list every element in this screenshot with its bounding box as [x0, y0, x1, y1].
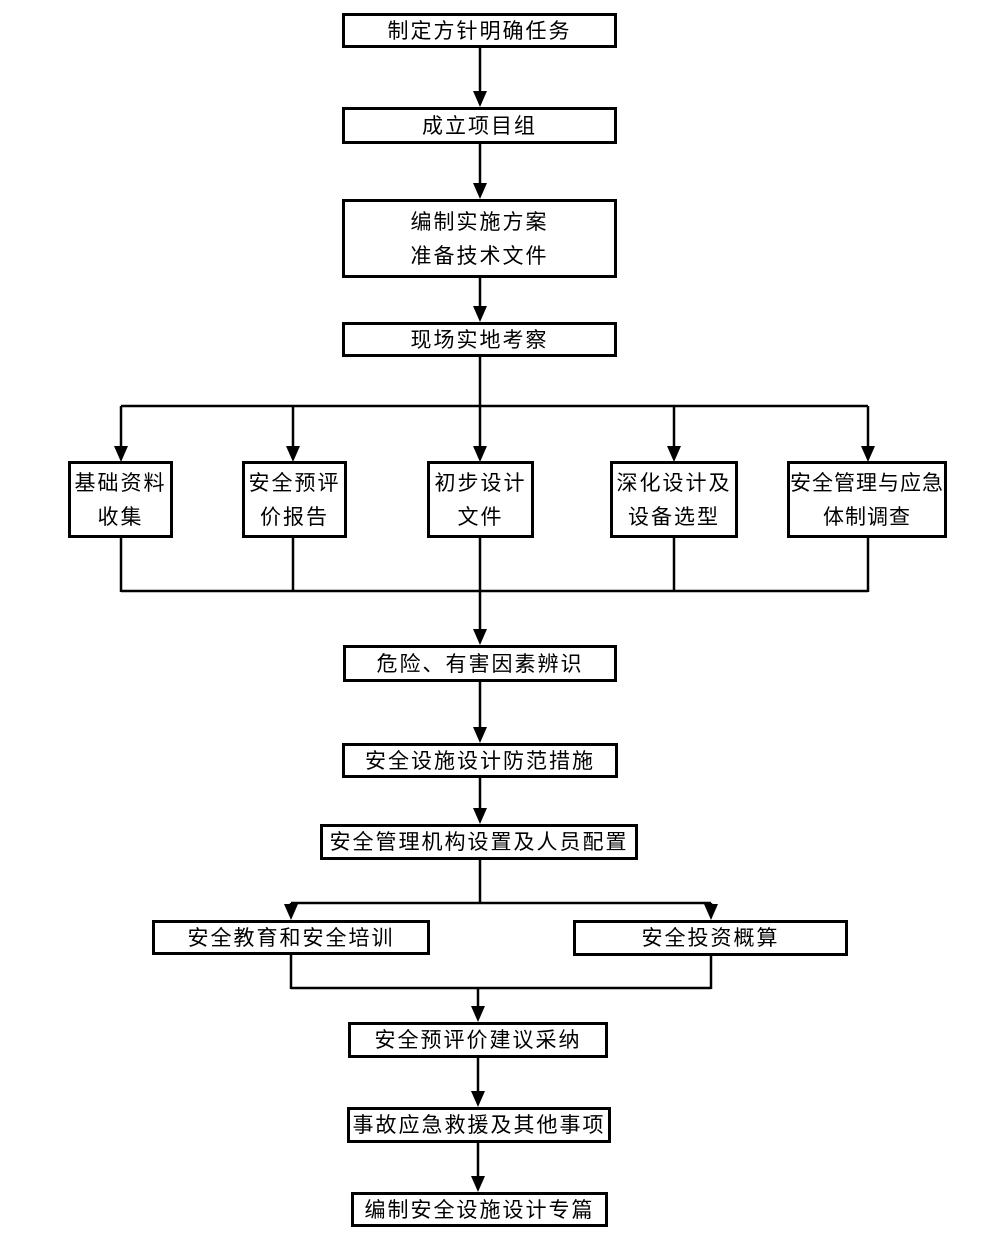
arrowhead-icon: [473, 629, 487, 645]
node-hazard-identification: 危险、有害因素辨识: [343, 645, 617, 682]
node-suggestion-adoption: 安全预评价建议采纳: [348, 1022, 608, 1058]
node-safety-investment-budget: 安全投资概算: [573, 920, 848, 956]
node-label: 设备选型: [628, 504, 720, 529]
node-label: 体制调查: [823, 504, 911, 529]
arrowhead-icon: [473, 808, 487, 824]
node-label: 安全管理机构设置及人员配置: [329, 830, 629, 854]
node-preliminary-design: 初步设计 文件: [427, 461, 534, 538]
node-management-emergency-survey: 安全管理与应急 体制调查: [787, 461, 947, 538]
node-label: 安全预评价建议采纳: [374, 1028, 582, 1052]
node-label: 安全预评: [248, 470, 341, 495]
arrowhead-icon: [667, 446, 681, 462]
arrowhead-icon: [114, 446, 128, 462]
node-label: 深化设计及: [616, 470, 732, 495]
arrowhead-icon: [284, 904, 298, 920]
arrowhead-icon: [286, 446, 300, 462]
node-label: 文件: [457, 504, 504, 529]
node-basic-data-collection: 基础资料 收集: [68, 461, 173, 538]
arrowhead-icon: [471, 1091, 485, 1107]
node-label: 安全设施设计防范措施: [365, 748, 595, 773]
node-org-staff-setup: 安全管理机构设置及人员配置: [320, 824, 638, 860]
node-label: 价报告: [260, 504, 329, 529]
node-define-policy: 制定方针明确任务: [342, 13, 617, 48]
node-label: 安全管理与应急: [790, 470, 944, 495]
node-label: 安全教育和安全培训: [187, 925, 395, 950]
node-emergency-rescue-others: 事故应急救援及其他事项: [347, 1107, 611, 1143]
arrowhead-icon: [471, 1176, 485, 1192]
node-form-team: 成立项目组: [342, 107, 617, 144]
arrowhead-icon: [704, 904, 718, 920]
node-prepare-plan: 编制实施方案 准备技术文件: [342, 199, 617, 278]
arrowhead-icon: [861, 446, 875, 462]
node-safety-education-training: 安全教育和安全培训: [152, 920, 430, 955]
node-site-survey: 现场实地考察: [342, 322, 617, 357]
node-pre-evaluation-report: 安全预评 价报告: [242, 461, 347, 538]
node-label: 编制实施方案: [410, 209, 549, 234]
node-label: 现场实地考察: [410, 327, 549, 352]
node-label: 危险、有害因素辨识: [376, 651, 584, 676]
node-label: 安全投资概算: [641, 926, 780, 950]
arrowhead-icon: [473, 306, 487, 322]
node-label: 制定方针明确任务: [387, 18, 572, 43]
arrowhead-icon: [471, 1006, 485, 1022]
node-label: 基础资料: [74, 470, 167, 495]
node-label: 编制安全设施设计专篇: [364, 1197, 595, 1222]
node-label: 初步设计: [434, 470, 527, 495]
node-label: 事故应急救援及其他事项: [352, 1113, 606, 1137]
arrowhead-icon: [473, 727, 487, 743]
arrowhead-icon: [473, 446, 487, 462]
arrowhead-icon: [473, 91, 487, 107]
node-label: 收集: [97, 504, 144, 529]
node-label: 成立项目组: [422, 113, 537, 138]
node-detailed-design-equipment: 深化设计及 设备选型: [610, 461, 738, 538]
arrowhead-icon: [473, 183, 487, 199]
node-label: 准备技术文件: [410, 243, 549, 268]
node-safety-design-measures: 安全设施设计防范措施: [342, 743, 618, 778]
node-compile-special-chapter: 编制安全设施设计专篇: [351, 1192, 608, 1227]
